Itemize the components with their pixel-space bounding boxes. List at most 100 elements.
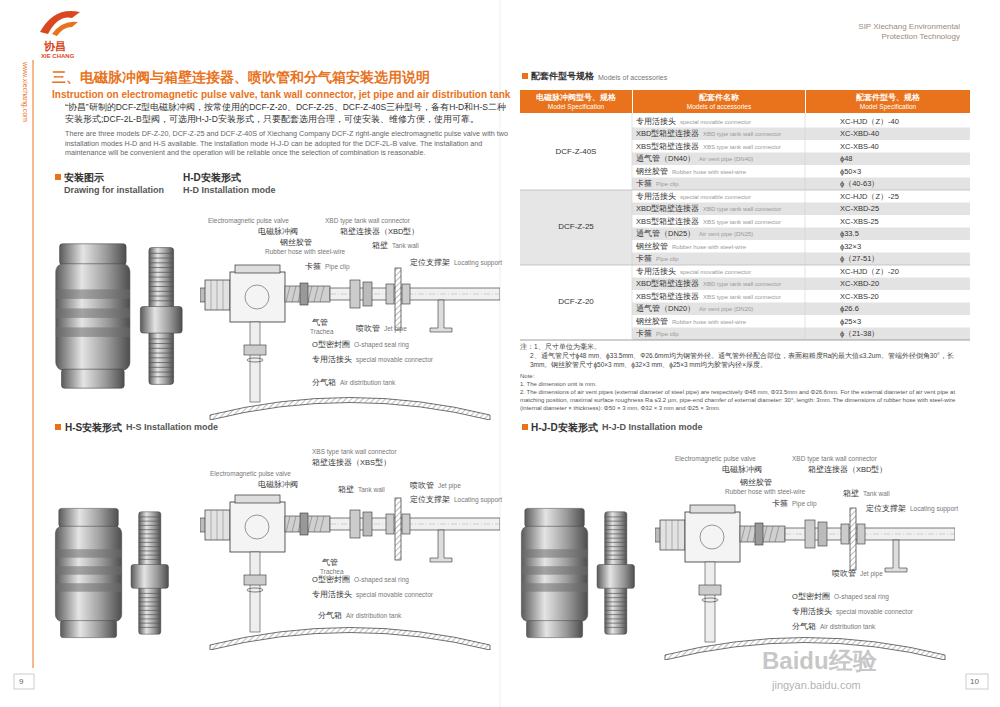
part-label: O-shaped seal ring <box>354 576 409 584</box>
part-label: Electromagnetic pulse valve <box>208 217 289 225</box>
part-label: 箱壁连接器（XBD型） <box>808 465 887 474</box>
part-label: 卡箍 <box>772 499 788 508</box>
part-label: O型密封圈 <box>792 592 830 601</box>
part-label: Rubber hose with steel-wire <box>265 248 345 256</box>
table-cell: XBS型箱壁连接器 <box>636 142 699 151</box>
table-cell: XC-XBD-40 <box>840 129 879 138</box>
part-label: O-shaped seal ring <box>834 593 889 601</box>
table-cell: 通气管（DN25） <box>636 229 695 238</box>
part-label: Jet pipe <box>384 325 407 333</box>
brand-name: 协昌 <box>44 39 66 53</box>
table-cell: XBD型箱壁连接器 <box>636 279 699 288</box>
part-label: Electromagnetic pulse valve <box>210 470 291 478</box>
part-label: Air distribution tank <box>820 623 875 631</box>
section-heading: H-D安装形式 <box>183 171 241 184</box>
company-tagline: SIP Xiechang Environmental Protection Te… <box>850 22 960 42</box>
header-text: 配套件型号、规格 <box>856 93 920 102</box>
part-label: 箱壁连接器（XBS型） <box>312 458 391 467</box>
part-label: 箱壁 <box>372 241 388 250</box>
table-cell: ϕ48 <box>840 154 853 163</box>
page-title: 三、电磁脉冲阀与箱壁连接器、喷吹管和分气箱安装选用说明 <box>52 69 430 86</box>
side-rule <box>33 60 34 668</box>
fitting-photo <box>55 508 168 637</box>
header-subtext: Models of accessories <box>687 102 751 111</box>
table-cell: XC-HJD（Z）-40 <box>840 117 899 126</box>
part-label: O型密封圈 <box>312 340 350 349</box>
table-cell: XBD型箱壁连接器 <box>636 129 699 138</box>
table-cell: XBD型箱壁连接器 <box>636 204 699 213</box>
part-label: 钢丝胶管 <box>280 238 312 247</box>
table-cell: 钢丝胶管 <box>636 167 668 176</box>
table-cell: 卡箍 <box>636 179 652 188</box>
part-label: special movable connector <box>356 356 433 364</box>
website-url: www.xiechang.com <box>21 62 30 122</box>
part-label: Locating support <box>910 505 958 513</box>
part-label: Pipe clip <box>325 263 350 271</box>
table-cell: DCF-Z-25 <box>520 222 632 232</box>
logo-mark <box>40 11 80 36</box>
table-cell: 通气管（DN40） <box>636 154 695 163</box>
part-label: 电磁脉冲阀 <box>722 465 762 474</box>
table-cell: Rubber hose with steel-wire <box>672 318 746 326</box>
section-heading: Models of accessories <box>598 73 667 82</box>
page-number-box <box>966 674 988 689</box>
page-number: 10 <box>970 677 979 687</box>
part-label: Locating support <box>454 496 502 504</box>
table-cell: 钢丝胶管 <box>636 317 668 326</box>
table-cell: special movable connector <box>680 268 751 276</box>
table-cell: XBS type tank wall connector <box>703 218 781 226</box>
table-cell: XBS型箱壁连接器 <box>636 217 699 226</box>
part-label: Electromagnetic pulse valve <box>675 455 756 463</box>
table-cell: Air vent pipe (DN20) <box>699 305 753 313</box>
part-label: Jet pipe <box>860 570 883 578</box>
section-heading: H-S Installation mode <box>126 422 218 433</box>
table-header-cell: 电磁脉冲阀型号、规格Model Specification <box>520 90 632 113</box>
part-label: XBS type tank wall connector <box>312 448 397 456</box>
part-label: Trachea <box>320 568 344 576</box>
part-label: 定位支撑架 <box>866 504 906 513</box>
part-label: 分气箱 <box>318 611 342 620</box>
watermark: jingyan.baidu.com <box>772 678 861 692</box>
page-number-box <box>14 674 34 689</box>
table-cell: ϕ（40-63） <box>840 179 879 188</box>
part-label: 专用活接头 <box>312 590 352 599</box>
section-heading: Drawing for installation <box>64 185 164 196</box>
part-label: 气管 <box>322 558 338 567</box>
part-label: Tank wall <box>863 490 890 498</box>
part-label: 箱壁 <box>338 485 354 494</box>
table-cell: Pipe clip <box>656 180 679 188</box>
table-cell: XBD type tank wall connector <box>703 280 781 288</box>
accessory-table <box>520 113 970 340</box>
table-cell: 通气管（DN20） <box>636 304 695 313</box>
part-label: O型密封圈 <box>312 575 350 584</box>
table-cell: 卡箍 <box>636 329 652 338</box>
part-label: 喷吹管 <box>410 481 434 490</box>
part-label: 箱壁 <box>843 489 859 498</box>
table-cell: XC-XBS-40 <box>840 142 879 151</box>
intro-text: There are three models DF-Z-20, DCF-Z-25… <box>65 129 520 158</box>
part-label: Locating support <box>454 259 502 267</box>
table-cell: XC-XBD-20 <box>840 279 879 288</box>
part-label: 箱壁连接器（XBD型） <box>340 227 419 236</box>
part-label: special movable connector <box>356 591 433 599</box>
table-cell: XBS type tank wall connector <box>703 143 781 151</box>
part-label: Tank wall <box>358 486 385 494</box>
table-cell: Air vent pipe (DN25) <box>699 230 753 238</box>
fitting-photo <box>521 508 634 637</box>
part-label: special movable connector <box>836 608 913 616</box>
table-cell: 专用活接头 <box>636 117 676 126</box>
section-heading: 配套件型号规格 <box>531 71 594 82</box>
section-heading: 安装图示 <box>64 171 104 184</box>
table-cell: XC-XBD-25 <box>840 204 879 213</box>
table-cell: Air vent pipe (DN40) <box>699 155 753 163</box>
part-label: Trachea <box>310 328 334 336</box>
table-cell: XBS type tank wall connector <box>703 293 781 301</box>
table-cell: 专用活接头 <box>636 267 676 276</box>
part-label: Pipe clip <box>792 500 817 508</box>
subtitle: Instruction on electromagnetic pulse val… <box>52 89 522 101</box>
table-cell: DCF-Z-40S <box>520 147 632 157</box>
table-cell: ϕ（27-51） <box>840 254 879 263</box>
section-heading: H-D Installation mode <box>183 185 276 196</box>
header-text: 配套件名称 <box>699 93 739 102</box>
header-text: 电磁脉冲阀型号、规格 <box>536 93 616 102</box>
